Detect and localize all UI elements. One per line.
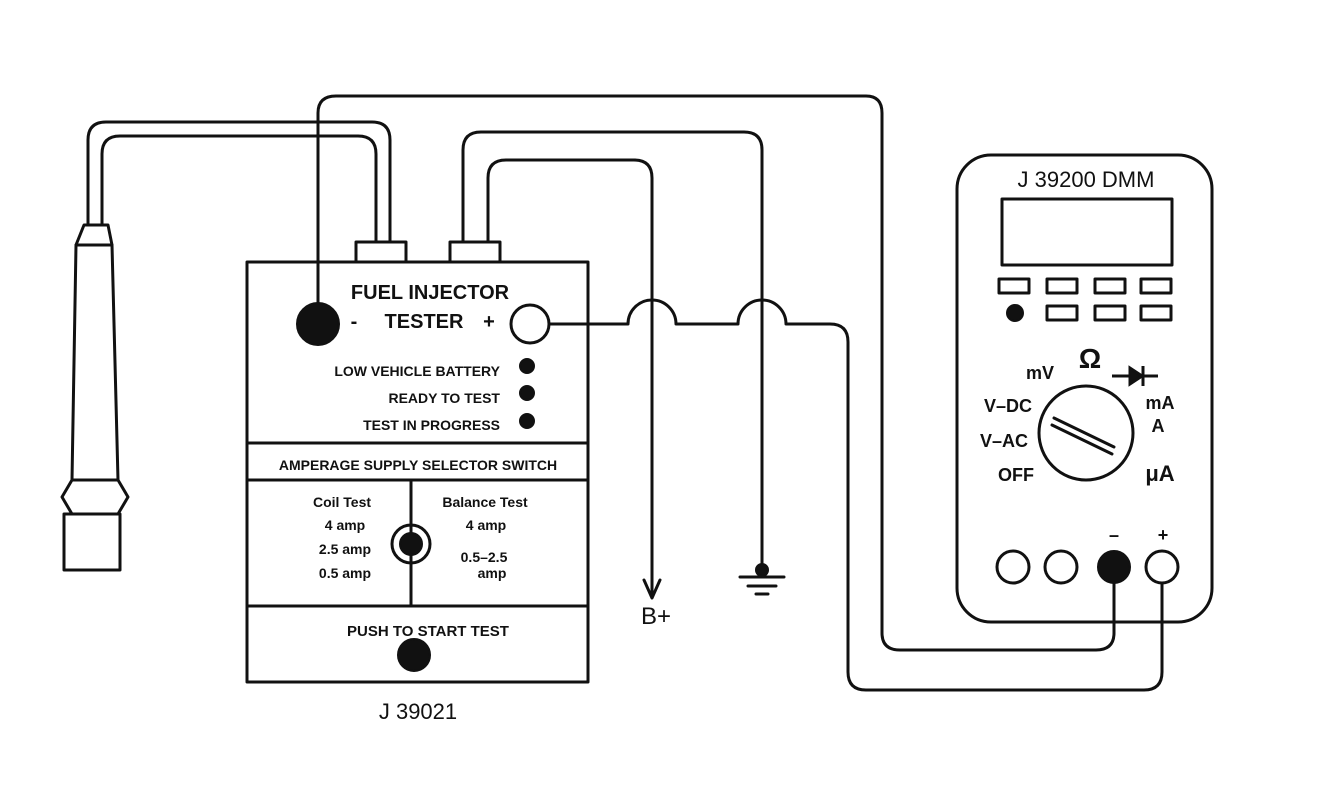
power-ground-cable — [461, 130, 764, 597]
tester-connector-right — [448, 240, 502, 264]
coil-option-2-5amp: 2.5 amp — [319, 541, 371, 557]
ground-symbol — [738, 575, 786, 596]
dmm-button[interactable] — [1093, 304, 1127, 322]
dmm-ua-label: μA — [1145, 461, 1174, 486]
injector-harness-cable — [86, 120, 392, 244]
coil-test-heading: Coil Test — [313, 494, 371, 510]
dmm-button[interactable] — [1093, 277, 1127, 295]
test-in-progress-led — [519, 413, 535, 429]
dmm-button[interactable] — [1139, 304, 1173, 322]
dmm-jack[interactable] — [995, 549, 1031, 585]
tester-connector-left — [354, 240, 408, 264]
dmm-button[interactable] — [1139, 277, 1173, 295]
dmm-neg-label: – — [1109, 525, 1119, 545]
balance-option-unit: amp — [478, 565, 507, 581]
dmm-body — [955, 153, 1214, 624]
tester-model-label: J 39021 — [379, 699, 457, 724]
battery-positive-label: B+ — [641, 603, 671, 630]
dmm-button[interactable] — [997, 277, 1031, 295]
dmm-button[interactable] — [1045, 304, 1079, 322]
dmm-jack[interactable] — [1043, 549, 1079, 585]
positive-lead — [547, 298, 1164, 692]
tester-title-line1: FUEL INJECTOR — [351, 282, 510, 304]
push-to-start-button[interactable] — [397, 638, 431, 672]
dmm-mv-label: mV — [1026, 363, 1054, 383]
dmm-rotary-dial[interactable] — [1037, 384, 1135, 482]
selector-title: AMPERAGE SUPPLY SELECTOR SWITCH — [279, 457, 557, 473]
dmm-a-label: A — [1152, 416, 1165, 436]
balance-option-4amp: 4 amp — [466, 517, 506, 533]
balance-option-range: 0.5–2.5 — [461, 549, 508, 565]
diode-icon — [1112, 365, 1158, 387]
tester-pos-sign: + — [483, 311, 495, 333]
dmm-vac-label: V–AC — [980, 431, 1028, 451]
selector-switch-knob[interactable] — [399, 532, 423, 556]
dmm-positive-jack[interactable] — [1144, 549, 1180, 585]
battery-arrow — [642, 578, 662, 600]
indicator-label-low-battery: LOW VEHICLE BATTERY — [334, 363, 500, 379]
ground-connection-dot — [755, 563, 769, 577]
negative-lead — [316, 94, 1116, 652]
coil-option-0-5amp: 0.5 amp — [319, 565, 371, 581]
push-to-start-label: PUSH TO START TEST — [347, 623, 509, 640]
dmm-ma-label: mA — [1145, 393, 1174, 413]
tester-positive-jack[interactable] — [509, 303, 551, 345]
dmm-display — [1000, 197, 1174, 267]
low-battery-led — [519, 358, 535, 374]
ready-led — [519, 385, 535, 401]
indicator-label-ready: READY TO TEST — [388, 390, 500, 406]
fuel-injector-tester-body — [245, 260, 590, 684]
dmm-negative-jack[interactable] — [1097, 550, 1131, 584]
balance-test-heading: Balance Test — [442, 494, 528, 510]
dmm-button[interactable] — [1045, 277, 1079, 295]
dmm-off-label: OFF — [998, 465, 1034, 485]
coil-option-4amp: 4 amp — [325, 517, 365, 533]
tester-neg-sign: - — [351, 311, 358, 333]
tester-negative-jack[interactable] — [296, 302, 340, 346]
tester-title-line2: TESTER — [385, 311, 464, 333]
indicator-label-in-progress: TEST IN PROGRESS — [363, 417, 500, 433]
dmm-title: J 39200 DMM — [1018, 167, 1155, 192]
injector-connector — [60, 223, 130, 572]
dmm-vdc-label: V–DC — [984, 396, 1032, 416]
dmm-pos-label: + — [1158, 525, 1169, 545]
dmm-indicator-dot — [1006, 304, 1024, 322]
dmm-ohm-label: Ω — [1079, 343, 1101, 374]
amperage-selector-switch[interactable] — [390, 523, 432, 565]
